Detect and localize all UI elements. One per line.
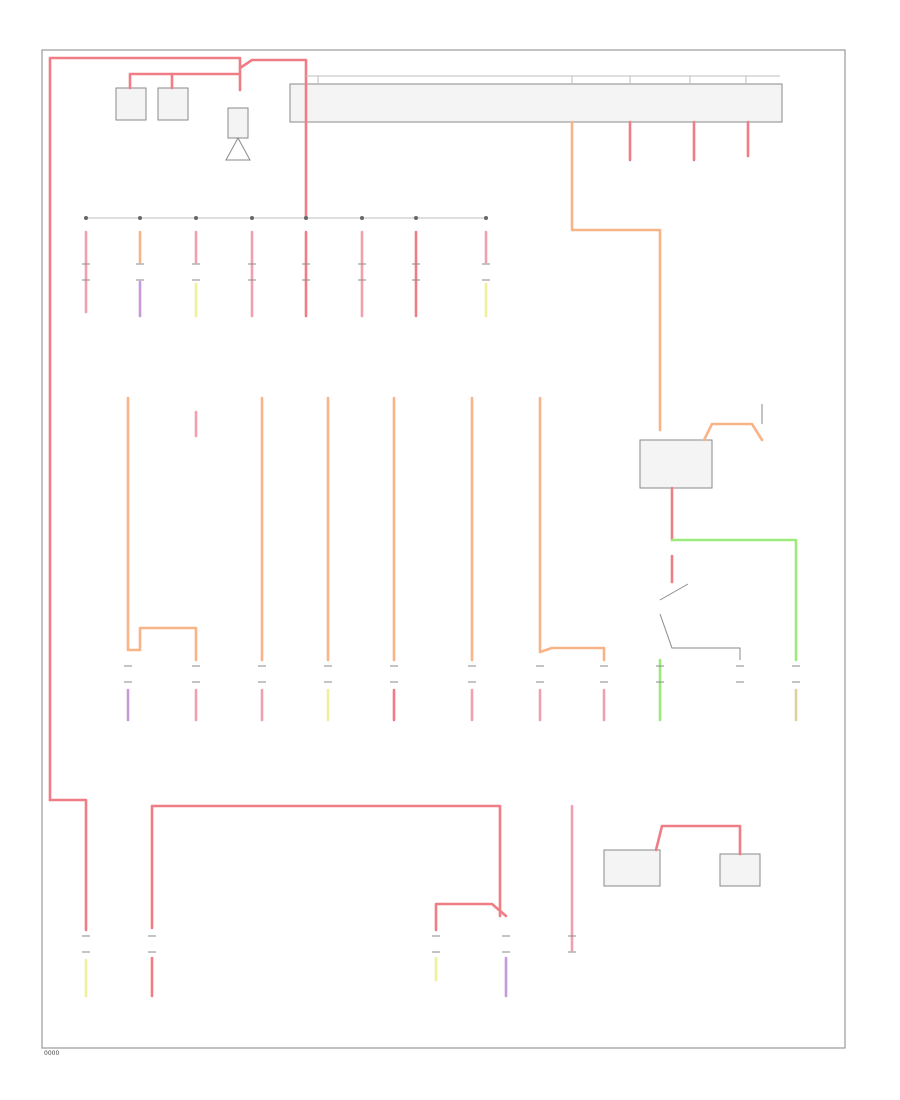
relay-coil bbox=[659, 583, 741, 660]
corner-code: 0000 bbox=[44, 1050, 59, 1057]
wire-main-battery-red bbox=[48, 56, 242, 802]
battery-component bbox=[157, 87, 189, 121]
wire-top-orange-long bbox=[570, 120, 662, 432]
ignition-switch-component bbox=[639, 439, 713, 489]
block-connector bbox=[289, 83, 783, 123]
bottom-relay-red-link bbox=[654, 824, 742, 856]
top-bus-arcs bbox=[317, 76, 747, 84]
orange-run-6 bbox=[538, 396, 606, 662]
bottom-red-main bbox=[150, 804, 502, 930]
wire-feed-to-block-red bbox=[238, 58, 308, 220]
bottom-red-loop-left bbox=[48, 798, 88, 932]
bus-nodes bbox=[84, 216, 488, 220]
lower-fuse-symbols bbox=[124, 665, 800, 683]
bottom-relay bbox=[603, 824, 761, 887]
bottom-red-sub bbox=[434, 902, 508, 932]
starter-component bbox=[227, 107, 249, 139]
generator-component bbox=[115, 87, 147, 121]
orange-relay-link bbox=[702, 422, 764, 442]
bottom-relay-box-1 bbox=[603, 849, 661, 887]
upper-fuse-symbols bbox=[82, 263, 490, 281]
diagram-frame bbox=[41, 49, 846, 1049]
battery-generator-area bbox=[115, 83, 783, 161]
starter-linkage bbox=[225, 136, 251, 161]
relay-group bbox=[639, 404, 798, 662]
wire-battery-top-red bbox=[128, 72, 242, 90]
green-relay-loop bbox=[670, 538, 798, 662]
orange-run-1 bbox=[126, 396, 198, 662]
bottom-relay-box-2 bbox=[719, 853, 761, 887]
bottom-fuse-symbols bbox=[82, 935, 576, 953]
